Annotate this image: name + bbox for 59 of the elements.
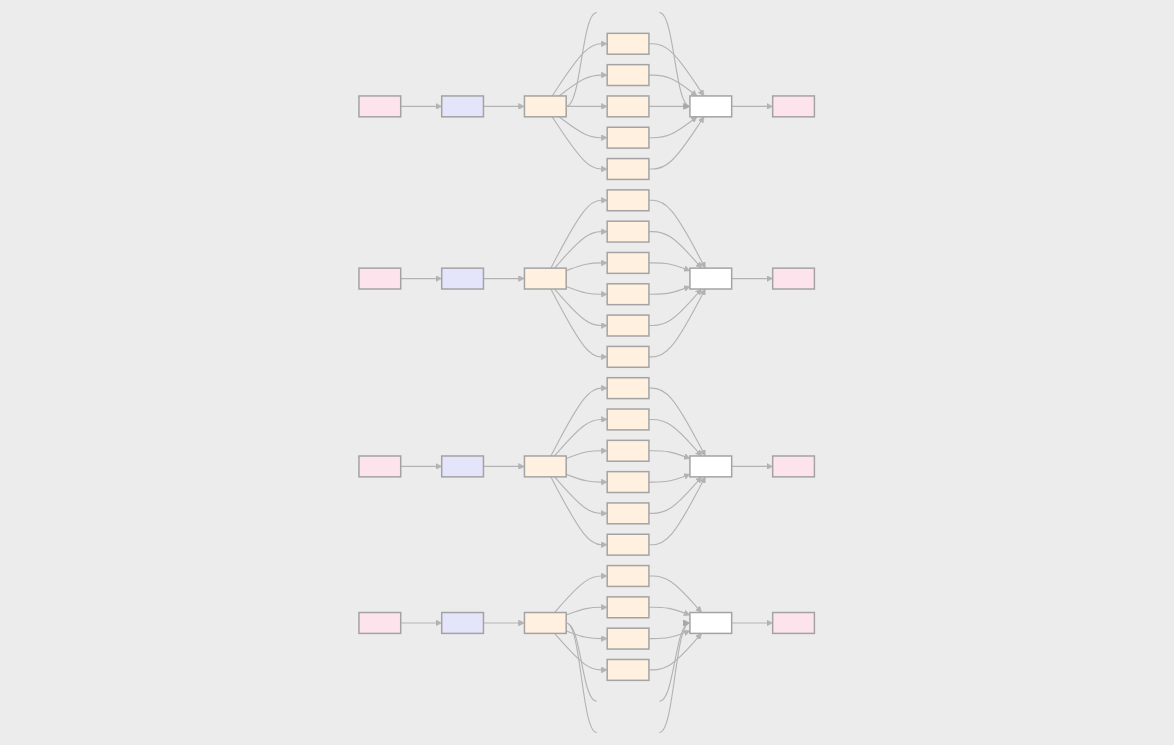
node-box — [606, 157, 650, 181]
node-box — [524, 95, 568, 118]
connector-line — [565, 622, 598, 734]
node-box — [689, 611, 733, 635]
node-box — [606, 63, 650, 87]
node-box — [606, 251, 650, 275]
node-box — [689, 95, 733, 118]
arrow — [550, 476, 608, 548]
node-box — [772, 267, 816, 290]
node-box — [772, 455, 816, 478]
node-box — [606, 126, 650, 149]
node-box — [689, 267, 733, 290]
node-box — [358, 95, 402, 118]
arrow — [550, 384, 608, 457]
node-box — [358, 455, 402, 478]
arrow — [554, 632, 608, 674]
arrow — [558, 116, 608, 141]
arrow — [554, 572, 608, 614]
node-box — [606, 533, 650, 556]
node-box — [441, 95, 485, 118]
arrow — [551, 40, 608, 97]
node-box — [358, 267, 402, 290]
node-box — [689, 455, 733, 478]
node-box — [524, 455, 568, 478]
node-box — [772, 611, 816, 635]
node-box — [606, 564, 650, 588]
arrow — [551, 116, 608, 173]
node-box — [772, 95, 816, 118]
node-box — [606, 439, 650, 462]
node-box — [358, 611, 402, 635]
arrow — [550, 288, 608, 361]
arrow — [554, 476, 608, 517]
arrow — [554, 416, 608, 457]
node-box — [606, 283, 650, 306]
arrow — [558, 71, 608, 97]
node-box — [606, 189, 650, 212]
node-box — [606, 376, 650, 400]
node-box — [606, 408, 650, 431]
arrow — [554, 228, 608, 269]
node-box — [441, 455, 485, 478]
node-box — [606, 502, 650, 525]
node-box — [524, 267, 568, 290]
node-box — [606, 470, 650, 494]
node-box — [524, 611, 568, 635]
arrow — [659, 622, 691, 734]
node-box — [606, 627, 650, 650]
node-box — [606, 95, 650, 118]
node-box — [606, 658, 650, 682]
arrow — [550, 197, 608, 269]
node-box — [441, 611, 485, 635]
arrow — [659, 11, 691, 107]
node-box — [606, 596, 650, 619]
node-box — [606, 314, 650, 337]
node-box — [441, 267, 485, 290]
node-box — [606, 32, 650, 55]
node-box — [606, 220, 650, 243]
node-box — [606, 345, 650, 369]
arrow — [554, 288, 608, 329]
connector-line — [565, 11, 598, 107]
